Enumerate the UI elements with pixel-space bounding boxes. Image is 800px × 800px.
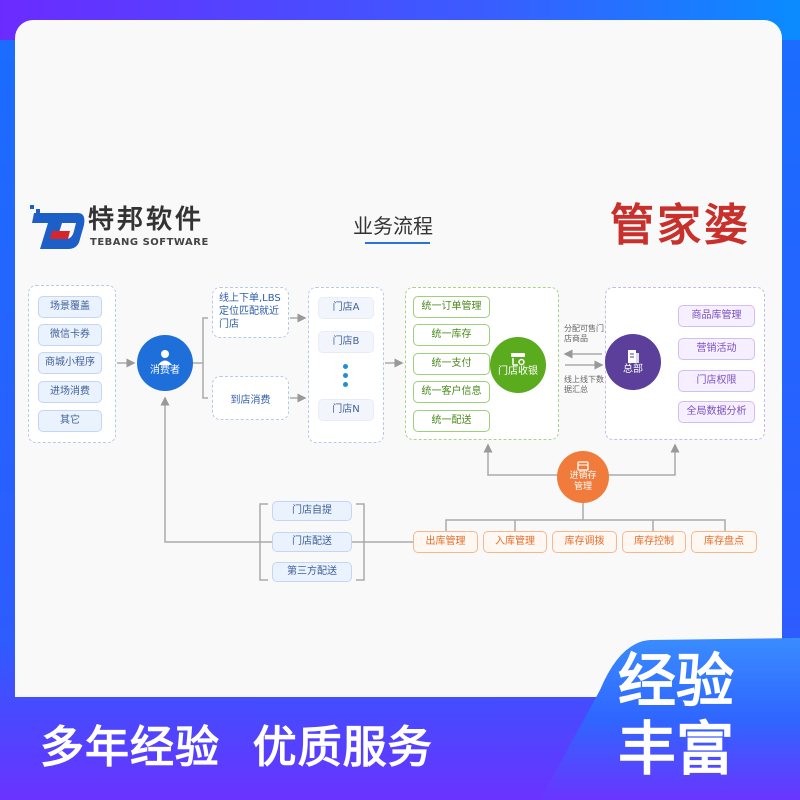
unified-item: 统一客户信息 (413, 381, 490, 403)
unified-item: 统一支付 (413, 353, 490, 375)
slogan: 多年经验 优质服务 (40, 722, 433, 773)
brand-subtitle: TEBANG SOFTWARE (90, 237, 209, 248)
ellipsis-dot (343, 382, 348, 387)
store-cashier-node: 门店收银 (490, 337, 546, 393)
channel-item: 进场消费 (38, 381, 102, 403)
hq-item: 门店权限 (678, 370, 755, 392)
flow-label-up: 线上线下数据汇总 (564, 375, 604, 394)
hq-item: 营销活动 (678, 338, 755, 360)
card-icon (577, 461, 589, 471)
unified-item: 统一订单管理 (413, 296, 490, 318)
title-underline (365, 242, 430, 244)
hq-node: 总部 (605, 334, 661, 390)
hq-item: 商品库管理 (678, 305, 755, 327)
consumer-label: 消费者 (150, 365, 180, 376)
inventory-label: 进销存管理 (569, 471, 597, 492)
hq-label: 总部 (623, 364, 643, 375)
partner-logo: 管家婆 (610, 200, 751, 251)
brand-name: 特邦软件 (88, 205, 205, 235)
order-mode-online: 线上下单,LBS定位匹配就近门店 (212, 287, 289, 338)
channel-item: 商城小程序 (38, 352, 102, 374)
shop-icon (511, 353, 525, 366)
inventory-item: 出库管理 (413, 531, 478, 553)
delivery-item: 门店配送 (272, 532, 352, 552)
channel-item: 场景覆盖 (38, 296, 102, 318)
inventory-item: 库存调拨 (552, 531, 617, 553)
consumer-node: 消费者 (137, 335, 193, 391)
channel-item: 其它 (38, 410, 102, 432)
store-cashier-label: 门店收银 (498, 366, 538, 377)
user-icon (158, 350, 172, 365)
inventory-item: 库存盘点 (691, 531, 757, 553)
hq-item: 全局数据分析 (678, 401, 755, 423)
delivery-item: 第三方配送 (272, 562, 352, 582)
flow-label-down: 分配可售门店商品 (564, 324, 604, 343)
unified-item: 统一配送 (413, 410, 490, 432)
badge-background (540, 638, 800, 800)
channel-item: 微信卡券 (38, 324, 102, 346)
building-icon (628, 350, 639, 363)
ellipsis-dot (343, 373, 348, 378)
tebang-logo-icon (30, 205, 85, 249)
page-title: 业务流程 (353, 214, 433, 238)
order-mode-instore: 到店消费 (212, 376, 289, 420)
ellipsis-dot (343, 364, 348, 369)
delivery-item: 门店自提 (272, 501, 352, 521)
unified-item: 统一库存 (413, 324, 490, 346)
badge-text-2: 丰富 (618, 715, 735, 783)
inventory-item: 库存控制 (622, 531, 686, 553)
badge-text-1: 经验 (618, 647, 735, 715)
store-item: 门店A (318, 297, 374, 319)
store-item: 门店N (318, 399, 374, 421)
inventory-node: 进销存管理 (557, 451, 609, 503)
inventory-item: 入库管理 (483, 531, 547, 553)
store-item: 门店B (318, 331, 374, 353)
